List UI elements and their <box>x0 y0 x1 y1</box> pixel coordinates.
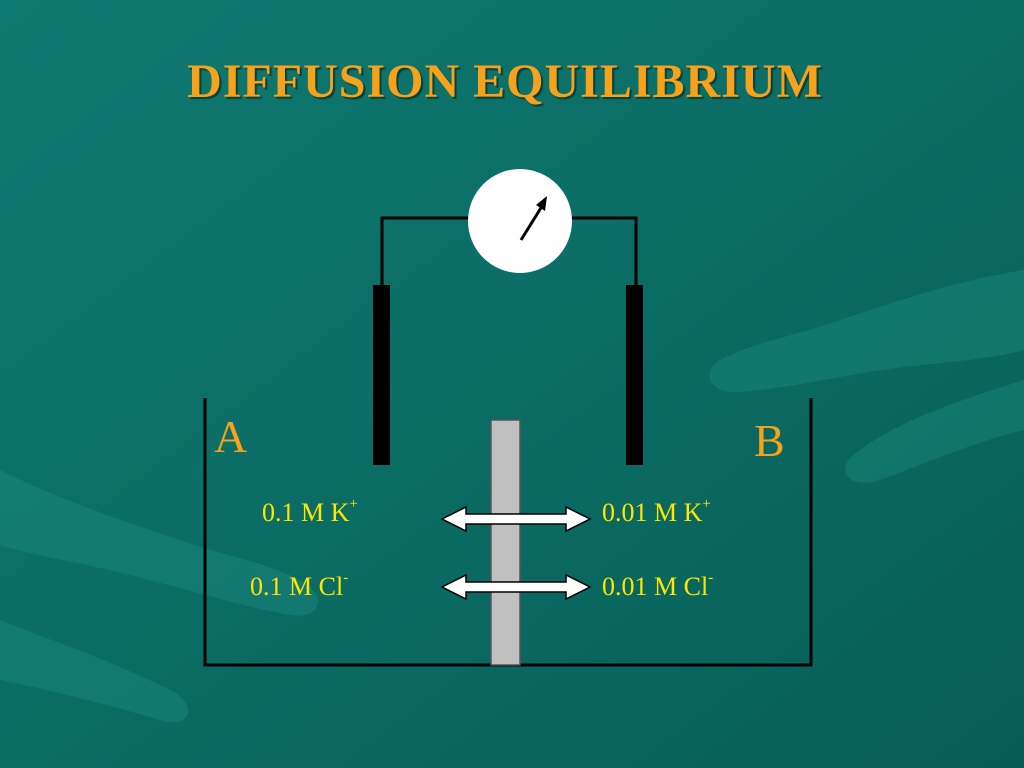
voltmeter-icon <box>468 169 572 273</box>
background-decoration <box>0 270 1024 723</box>
left-potassium-concentration: 0.1 M K+ <box>262 496 358 527</box>
compartment-b-label: B <box>754 415 785 466</box>
membrane <box>490 419 521 666</box>
electrode-right <box>626 285 643 465</box>
left-chloride-concentration: 0.1 M Cl- <box>250 570 349 601</box>
slide-title: DIFFUSION EQUILIBRIUM <box>187 55 823 108</box>
double-arrow-icon <box>440 505 592 533</box>
circuit-wire <box>380 216 638 285</box>
right-chloride-concentration: 0.01 M Cl- <box>602 570 714 601</box>
double-arrow-icon <box>440 573 592 601</box>
right-potassium-concentration: 0.01 M K+ <box>602 496 711 527</box>
electrode-left <box>373 285 390 465</box>
compartment-a-label: A <box>214 411 248 462</box>
